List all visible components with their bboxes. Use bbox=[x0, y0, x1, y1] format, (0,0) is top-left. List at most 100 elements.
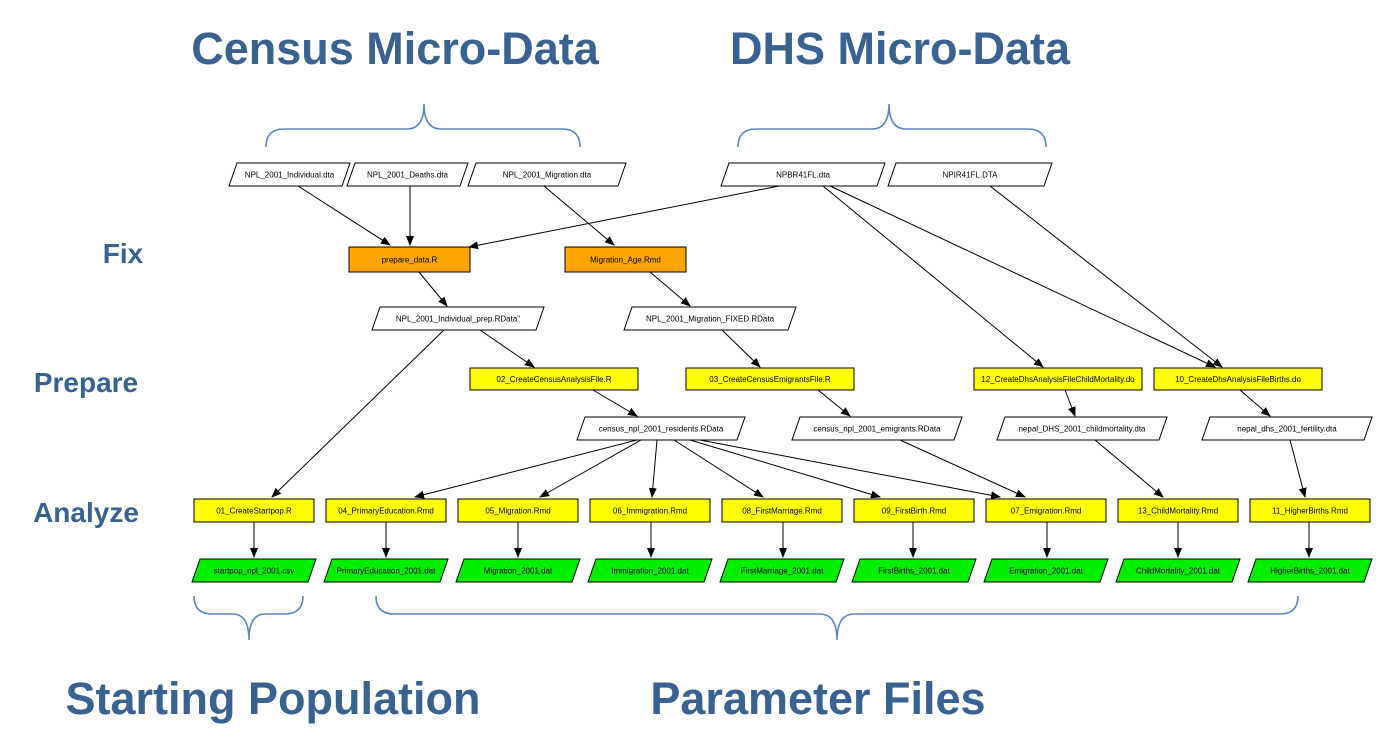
edge bbox=[989, 185, 1223, 368]
edge bbox=[1064, 389, 1076, 417]
output-node-migration-dat: Migration_2001.dat bbox=[455, 558, 581, 583]
script-node-prepare-data: prepare_data.R bbox=[348, 246, 471, 273]
output-node-primary-education-dat: PrimaryEducation_2001.dat bbox=[323, 558, 449, 583]
script-node-label: Migration_Age.Rmd bbox=[590, 256, 661, 265]
data-node-npbr41fl: NPBR41FL.dta bbox=[720, 162, 886, 187]
data-node-dhs-fertility: nepal_dhs_2001_fertility.dta bbox=[1201, 416, 1373, 441]
edge bbox=[1289, 439, 1307, 498]
output-node-higher-births-dat: HigherBirths_2001.dat bbox=[1247, 558, 1373, 583]
script-node-label: 05_Migration.Rmd bbox=[485, 507, 550, 516]
census-heading: Census Micro-Data bbox=[191, 23, 600, 74]
script-node-migration-age: Migration_Age.Rmd bbox=[564, 246, 687, 273]
data-node-label: NPBR41FL.dta bbox=[776, 171, 830, 180]
script-node-migration-rmd: 05_Migration.Rmd bbox=[457, 498, 579, 523]
row-label-prepare: Prepare bbox=[34, 367, 138, 398]
data-node-migration-fixed: NPL_2001_Migration_FIXED.RData bbox=[623, 306, 797, 331]
edge bbox=[673, 439, 764, 498]
data-node-label: NPL_2001_Individual_prep.RData" bbox=[396, 315, 520, 324]
script-node-higher-births-rmd: 11_HigherBirths.Rmd bbox=[1249, 498, 1371, 523]
edges bbox=[250, 185, 1313, 558]
script-node-label: 10_CreateDhsAnalysisFileBirths.do bbox=[1175, 375, 1301, 384]
edge bbox=[817, 389, 851, 417]
script-node-create-census-analysis: 02_CreateCensusAnalysisFile.R bbox=[469, 367, 639, 391]
script-node-label: 04_PrimaryEducation.Rmd bbox=[338, 507, 434, 516]
data-node-label: NPL_2001_Individual.dta bbox=[245, 171, 335, 180]
data-node-label: NPL_2001_Migration_FIXED.RData bbox=[646, 315, 775, 324]
data-node-label: NPIR41FL.DTA bbox=[943, 171, 999, 180]
parameter-files-brace bbox=[375, 595, 1299, 641]
script-node-label: 06_Immigration.Rmd bbox=[613, 507, 687, 516]
script-node-label: 01_CreateStartpop.R bbox=[216, 507, 292, 516]
script-node-first-marriage-rmd: 08_FirstMarriage.Rmd bbox=[721, 498, 843, 523]
dhs-heading: DHS Micro-Data bbox=[730, 23, 1071, 74]
script-node-label: 11_HigherBirths.Rmd bbox=[1272, 507, 1348, 516]
output-node-first-births-dat: FirstBirths_2001.dat bbox=[851, 558, 977, 583]
output-node-immigration-dat: Immigration_2001.dat bbox=[587, 558, 713, 583]
script-node-child-mortality-rmd: 13_ChildMortality.Rmd bbox=[1117, 498, 1239, 523]
edge bbox=[543, 185, 615, 246]
script-node-label: 02_CreateCensusAnalysisFile.R bbox=[496, 375, 611, 384]
script-node-label: 12_CreateDhsAnalysisFileChildMortality.d… bbox=[981, 375, 1135, 384]
script-node-create-census-emigrants: 03_CreateCensusEmigrantsFile.R bbox=[685, 367, 855, 391]
edge bbox=[468, 185, 780, 250]
output-node-label: Immigration_2001.dat bbox=[611, 567, 689, 576]
script-node-create-startpop: 01_CreateStartpop.R bbox=[193, 498, 315, 523]
script-node-create-dhs-births: 10_CreateDhsAnalysisFileBirths.do bbox=[1153, 367, 1323, 391]
script-node-label: 03_CreateCensusEmigrantsFile.R bbox=[709, 375, 831, 384]
output-node-label: HigherBirths_2001.dat bbox=[1270, 567, 1350, 576]
script-node-label: 13_ChildMortality.Rmd bbox=[1138, 507, 1218, 516]
edge bbox=[1239, 389, 1271, 417]
dhs-brace bbox=[737, 103, 1047, 148]
starting-population-brace bbox=[193, 595, 304, 641]
output-node-startpop-csv: startpop_npl_2001.csv bbox=[191, 558, 317, 583]
edge bbox=[1094, 439, 1164, 498]
output-node-label: Emigration_2001.dat bbox=[1009, 567, 1084, 576]
data-node-census-residents: census_npl_2001_residents.RData bbox=[576, 416, 746, 441]
edge bbox=[699, 439, 1001, 500]
data-node-label: nepal_DHS_2001_childmortality.dta bbox=[1018, 425, 1146, 434]
edge bbox=[271, 329, 445, 498]
edge bbox=[689, 439, 881, 499]
census-brace bbox=[265, 103, 581, 148]
edge bbox=[648, 439, 658, 498]
data-node-census-emigrants: census_npl_2001_emigrants.RData bbox=[791, 416, 963, 441]
data-node-label: NPL_2001_Migration.dta bbox=[503, 171, 592, 180]
edge bbox=[721, 329, 761, 368]
edge bbox=[592, 389, 638, 417]
script-node-label: 09_FirstBirth.Rmd bbox=[882, 507, 946, 516]
edge bbox=[899, 439, 1026, 498]
script-node-label: prepare_data.R bbox=[382, 256, 438, 265]
edge bbox=[822, 185, 1044, 368]
edge bbox=[418, 271, 448, 307]
data-node-label: census_npl_2001_emigrants.RData bbox=[813, 425, 941, 434]
output-node-label: FirstBirths_2001.dat bbox=[878, 567, 950, 576]
edge bbox=[649, 271, 691, 307]
script-node-immigration-rmd: 06_Immigration.Rmd bbox=[589, 498, 711, 523]
script-node-create-dhs-childmortality: 12_CreateDhsAnalysisFileChildMortality.d… bbox=[973, 367, 1143, 391]
script-node-first-birth-rmd: 09_FirstBirth.Rmd bbox=[853, 498, 975, 523]
edge bbox=[414, 439, 638, 499]
output-node-first-marriage-dat: FirstMarriage_2001.dat bbox=[719, 558, 845, 583]
script-node-primary-education: 04_PrimaryEducation.Rmd bbox=[325, 498, 447, 523]
output-node-emigration-dat: Emigration_2001.dat bbox=[983, 558, 1109, 583]
parameter-files-heading: Parameter Files bbox=[650, 673, 985, 724]
data-node-npir41fl: NPIR41FL.DTA bbox=[887, 162, 1053, 187]
script-node-emigration-rmd: 07_Emigration.Rmd bbox=[985, 498, 1107, 523]
data-node-label: nepal_dhs_2001_fertility.dta bbox=[1237, 425, 1337, 434]
edge bbox=[479, 329, 535, 368]
data-node-npl-migration: NPL_2001_Migration.dta bbox=[467, 162, 627, 187]
script-node-label: 08_FirstMarriage.Rmd bbox=[742, 507, 822, 516]
script-node-label: 07_Emigration.Rmd bbox=[1011, 507, 1082, 516]
edge bbox=[539, 439, 642, 498]
starting-population-heading: Starting Population bbox=[66, 673, 481, 724]
edge bbox=[829, 185, 1216, 368]
data-node-dhs-childmortality: nepal_DHS_2001_childmortality.dta bbox=[996, 416, 1168, 441]
data-node-npl-individual: NPL_2001_Individual.dta bbox=[228, 162, 351, 187]
data-node-label: NPL_2001_Deaths.dta bbox=[367, 171, 449, 180]
edge bbox=[297, 185, 391, 246]
row-label-analyze: Analyze bbox=[33, 497, 139, 528]
output-node-child-mortality-dat: ChildMortality_2001.dat bbox=[1115, 558, 1241, 583]
output-node-label: FirstMarriage_2001.dat bbox=[741, 567, 824, 576]
output-node-label: Migration_2001.dat bbox=[484, 567, 553, 576]
